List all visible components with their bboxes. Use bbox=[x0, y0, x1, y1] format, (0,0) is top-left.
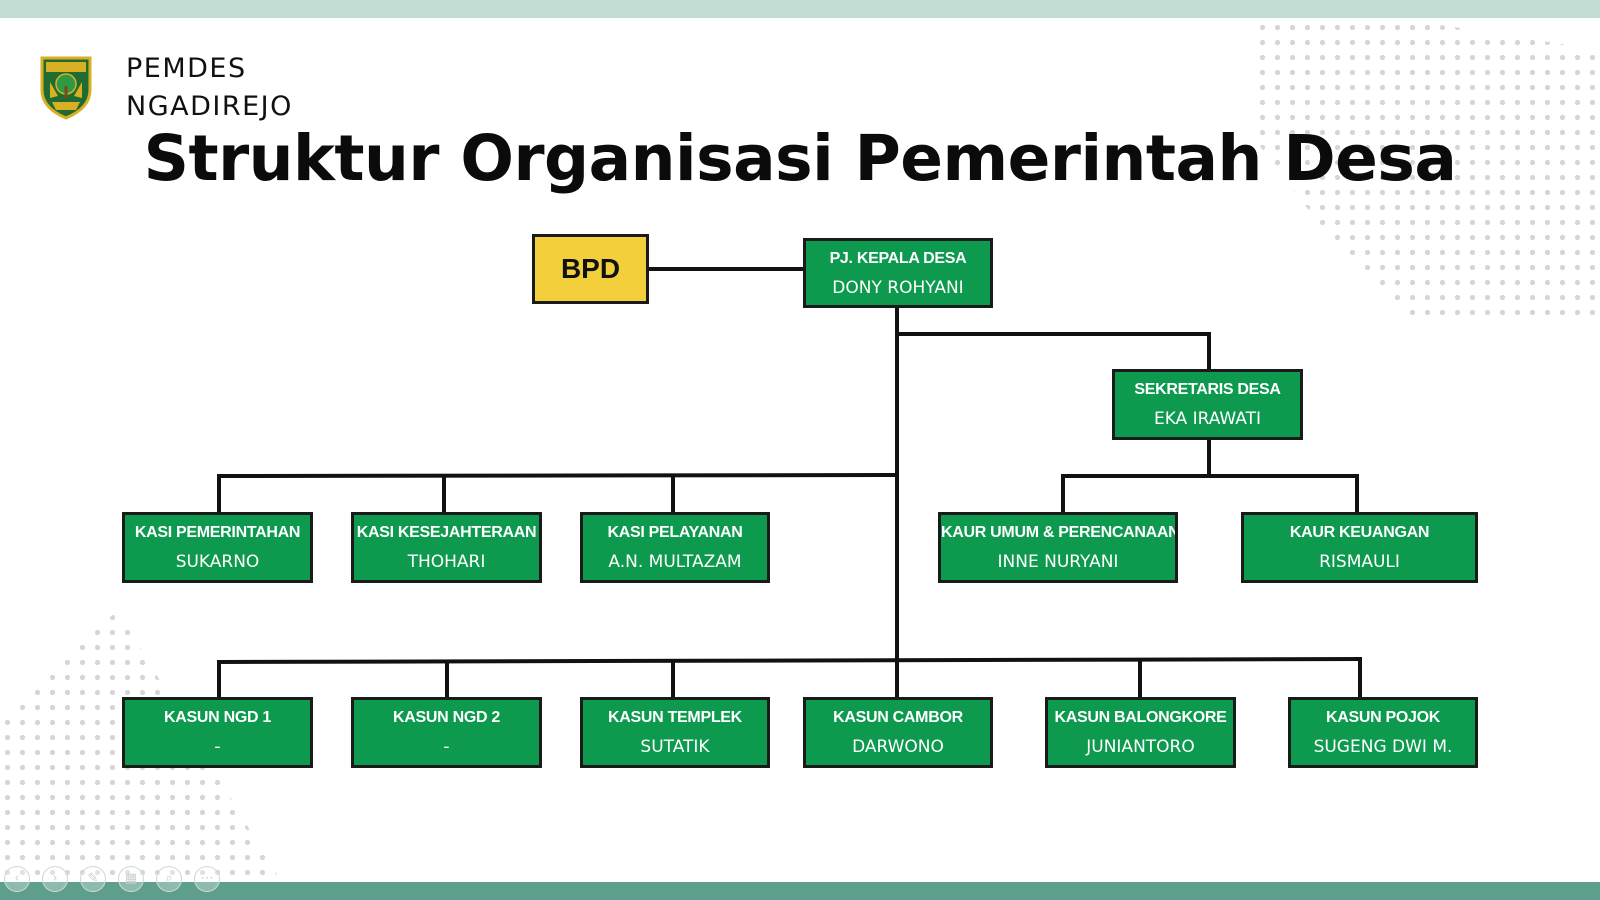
role-label: KASI KESEJAHTERAAN bbox=[356, 524, 537, 541]
kaur-box: KAUR UMUM & PERENCANAAN INNE NURYANI bbox=[938, 512, 1178, 583]
kaur-box: KAUR KEUANGAN RISMAULI bbox=[1241, 512, 1478, 583]
person-name: JUNIANTORO bbox=[1086, 737, 1195, 757]
role-label: KAUR KEUANGAN bbox=[1289, 524, 1430, 541]
person-name: DONY ROHYANI bbox=[832, 277, 964, 298]
kasi-box: KASI KESEJAHTERAAN THOHARI bbox=[351, 512, 542, 583]
kasun-box: KASUN NGD 2 - bbox=[351, 697, 542, 768]
kasun-box: KASUN NGD 1 - bbox=[122, 697, 313, 768]
kasi-box: KASI PELAYANAN A.N. MULTAZAM bbox=[580, 512, 770, 583]
presentation-toolbar: ‹ › ✎ ▦ ⌕ ⋯ bbox=[4, 866, 220, 892]
kepala-desa-box: PJ. KEPALA DESA DONY ROHYANI bbox=[803, 238, 993, 308]
person-name: SUTATIK bbox=[640, 737, 710, 757]
person-name: SUGENG DWI M. bbox=[1313, 737, 1453, 757]
bpd-label: BPD bbox=[560, 253, 621, 284]
kasun-box: KASUN CAMBOR DARWONO bbox=[803, 697, 993, 768]
brand-line-2: NGADIREJO bbox=[126, 91, 293, 122]
person-name: - bbox=[214, 737, 221, 757]
role-label: SEKRETARIS DESA bbox=[1134, 381, 1281, 398]
role-label: KASUN NGD 2 bbox=[393, 709, 500, 726]
brand-line-1: PEMDES bbox=[126, 53, 247, 84]
role-label: KASUN TEMPLEK bbox=[608, 709, 742, 726]
more-icon[interactable]: ⋯ bbox=[194, 866, 220, 892]
prev-icon[interactable]: ‹ bbox=[4, 866, 30, 892]
slides-icon[interactable]: ▦ bbox=[118, 866, 144, 892]
next-icon[interactable]: › bbox=[42, 866, 68, 892]
kasun-box: KASUN POJOK SUGENG DWI M. bbox=[1288, 697, 1478, 768]
sekretaris-desa-box: SEKRETARIS DESA EKA IRAWATI bbox=[1112, 369, 1303, 440]
kasun-box: KASUN BALONGKORE JUNIANTORO bbox=[1045, 697, 1236, 768]
person-name: A.N. MULTAZAM bbox=[608, 552, 742, 572]
person-name: SUKARNO bbox=[175, 552, 260, 572]
person-name: - bbox=[443, 737, 450, 757]
page-title: Struktur Organisasi Pemerintah Desa bbox=[143, 122, 1457, 195]
person-name: EKA IRAWATI bbox=[1153, 409, 1262, 429]
kasun-box: KASUN TEMPLEK SUTATIK bbox=[580, 697, 770, 768]
bpd-box: BPD bbox=[532, 234, 649, 304]
role-label: KAUR UMUM & PERENCANAAN bbox=[941, 524, 1178, 541]
pen-icon[interactable]: ✎ bbox=[80, 866, 106, 892]
kabupaten-madiun-logo bbox=[40, 56, 92, 120]
person-name: THOHARI bbox=[407, 552, 486, 572]
bottom-accent-bar bbox=[0, 882, 1600, 900]
kasi-box: KASI PEMERINTAHAN SUKARNO bbox=[122, 512, 313, 583]
person-name: INNE NURYANI bbox=[997, 552, 1119, 572]
role-label: KASUN CAMBOR bbox=[833, 709, 963, 726]
role-label: PJ. KEPALA DESA bbox=[829, 249, 967, 267]
role-label: KASI PELAYANAN bbox=[607, 524, 743, 541]
top-accent-bar bbox=[0, 0, 1600, 18]
brand-name: PEMDES NGADIREJO bbox=[126, 50, 293, 126]
role-label: KASUN NGD 1 bbox=[164, 709, 271, 726]
person-name: RISMAULI bbox=[1319, 552, 1400, 572]
role-label: KASI PEMERINTAHAN bbox=[134, 524, 301, 541]
person-name: DARWONO bbox=[852, 737, 944, 757]
zoom-icon[interactable]: ⌕ bbox=[156, 866, 182, 892]
role-label: KASUN BALONGKORE bbox=[1054, 709, 1227, 726]
role-label: KASUN POJOK bbox=[1325, 709, 1441, 726]
